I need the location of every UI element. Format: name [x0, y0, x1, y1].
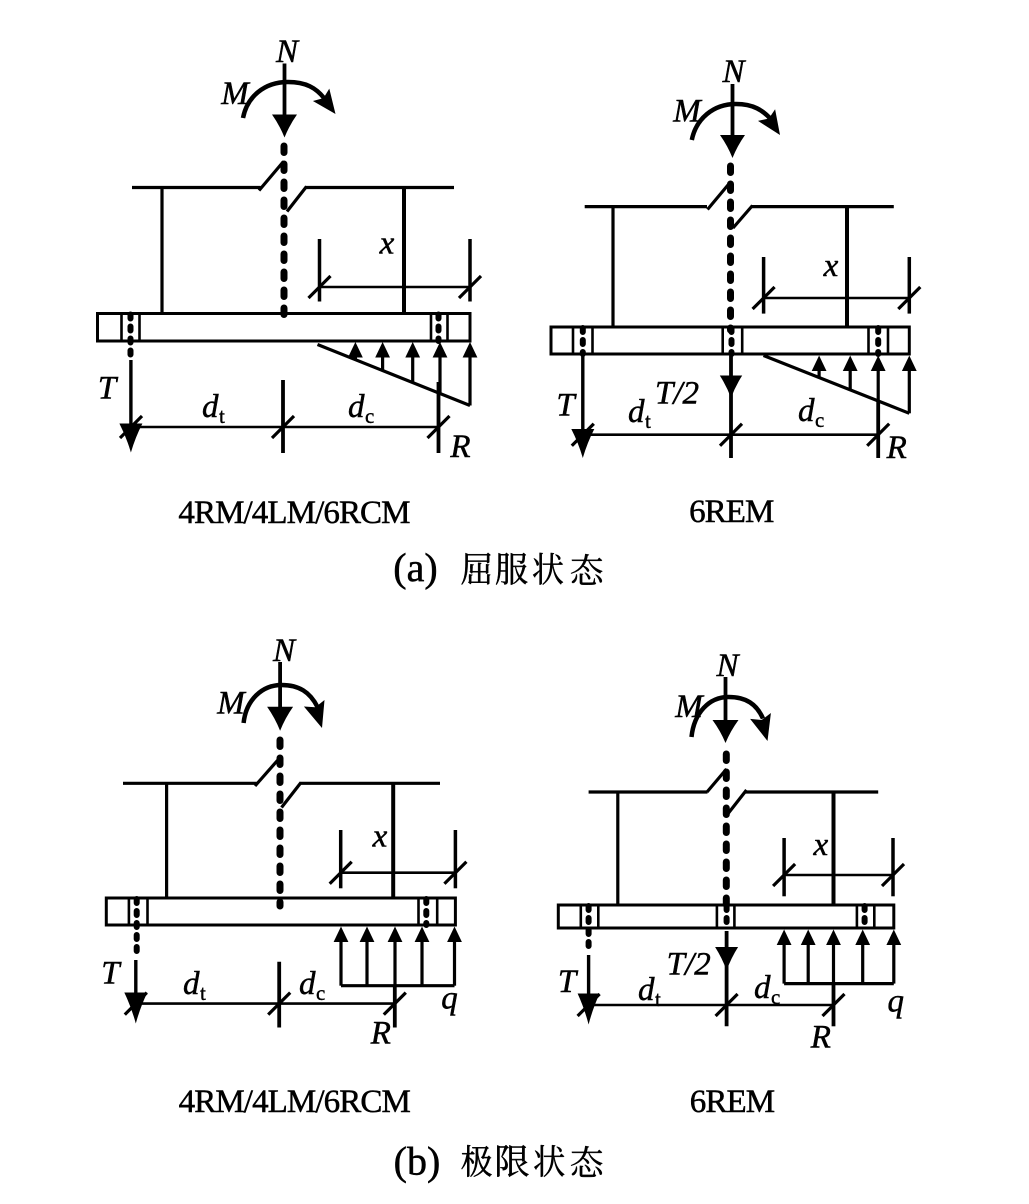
svg-text:c: c	[771, 985, 780, 1009]
svg-text:t: t	[219, 404, 225, 428]
svg-text:t: t	[645, 409, 651, 433]
svg-text:d: d	[628, 394, 645, 430]
svg-text:q: q	[441, 981, 458, 1017]
svg-text:c: c	[815, 408, 824, 432]
svg-text:4RM/4LM/6RCM: 4RM/4LM/6RCM	[178, 495, 410, 531]
svg-text:t: t	[655, 987, 661, 1011]
svg-text:N: N	[721, 54, 746, 90]
svg-text:d: d	[183, 966, 200, 1002]
svg-text:6REM: 6REM	[690, 1084, 775, 1120]
svg-text:N: N	[715, 648, 740, 684]
svg-text:M: M	[220, 76, 250, 112]
svg-text:x: x	[812, 827, 828, 863]
svg-text:d: d	[348, 389, 365, 425]
svg-text:T/2: T/2	[667, 947, 711, 983]
svg-text:d: d	[202, 389, 219, 425]
svg-text:x: x	[379, 226, 395, 262]
svg-text:R: R	[449, 429, 470, 465]
svg-text:T: T	[98, 371, 119, 407]
svg-text:T/2: T/2	[655, 376, 699, 412]
svg-text:c: c	[365, 404, 374, 428]
svg-text:t: t	[200, 981, 206, 1005]
svg-text:x: x	[372, 819, 388, 855]
svg-text:N: N	[272, 633, 297, 669]
svg-text:T: T	[558, 964, 579, 1000]
svg-text:M: M	[674, 689, 704, 725]
svg-text:R: R	[370, 1016, 391, 1052]
svg-text:(b): (b)	[394, 1139, 441, 1184]
svg-text:T: T	[556, 388, 577, 424]
svg-text:(a): (a)	[393, 545, 437, 590]
svg-text:c: c	[316, 981, 325, 1005]
svg-text:d: d	[299, 966, 316, 1002]
svg-text:T: T	[101, 956, 122, 992]
svg-text:d: d	[798, 393, 815, 429]
svg-text:4RM/4LM/6RCM: 4RM/4LM/6RCM	[179, 1084, 411, 1120]
svg-text:x: x	[823, 248, 839, 284]
svg-text:q: q	[887, 984, 904, 1020]
svg-text:R: R	[810, 1020, 831, 1056]
svg-text:N: N	[275, 34, 300, 70]
svg-text:R: R	[886, 430, 907, 466]
svg-text:6REM: 6REM	[689, 494, 774, 530]
svg-text:d: d	[638, 972, 655, 1008]
svg-text:M: M	[216, 685, 246, 721]
svg-text:d: d	[754, 970, 771, 1006]
